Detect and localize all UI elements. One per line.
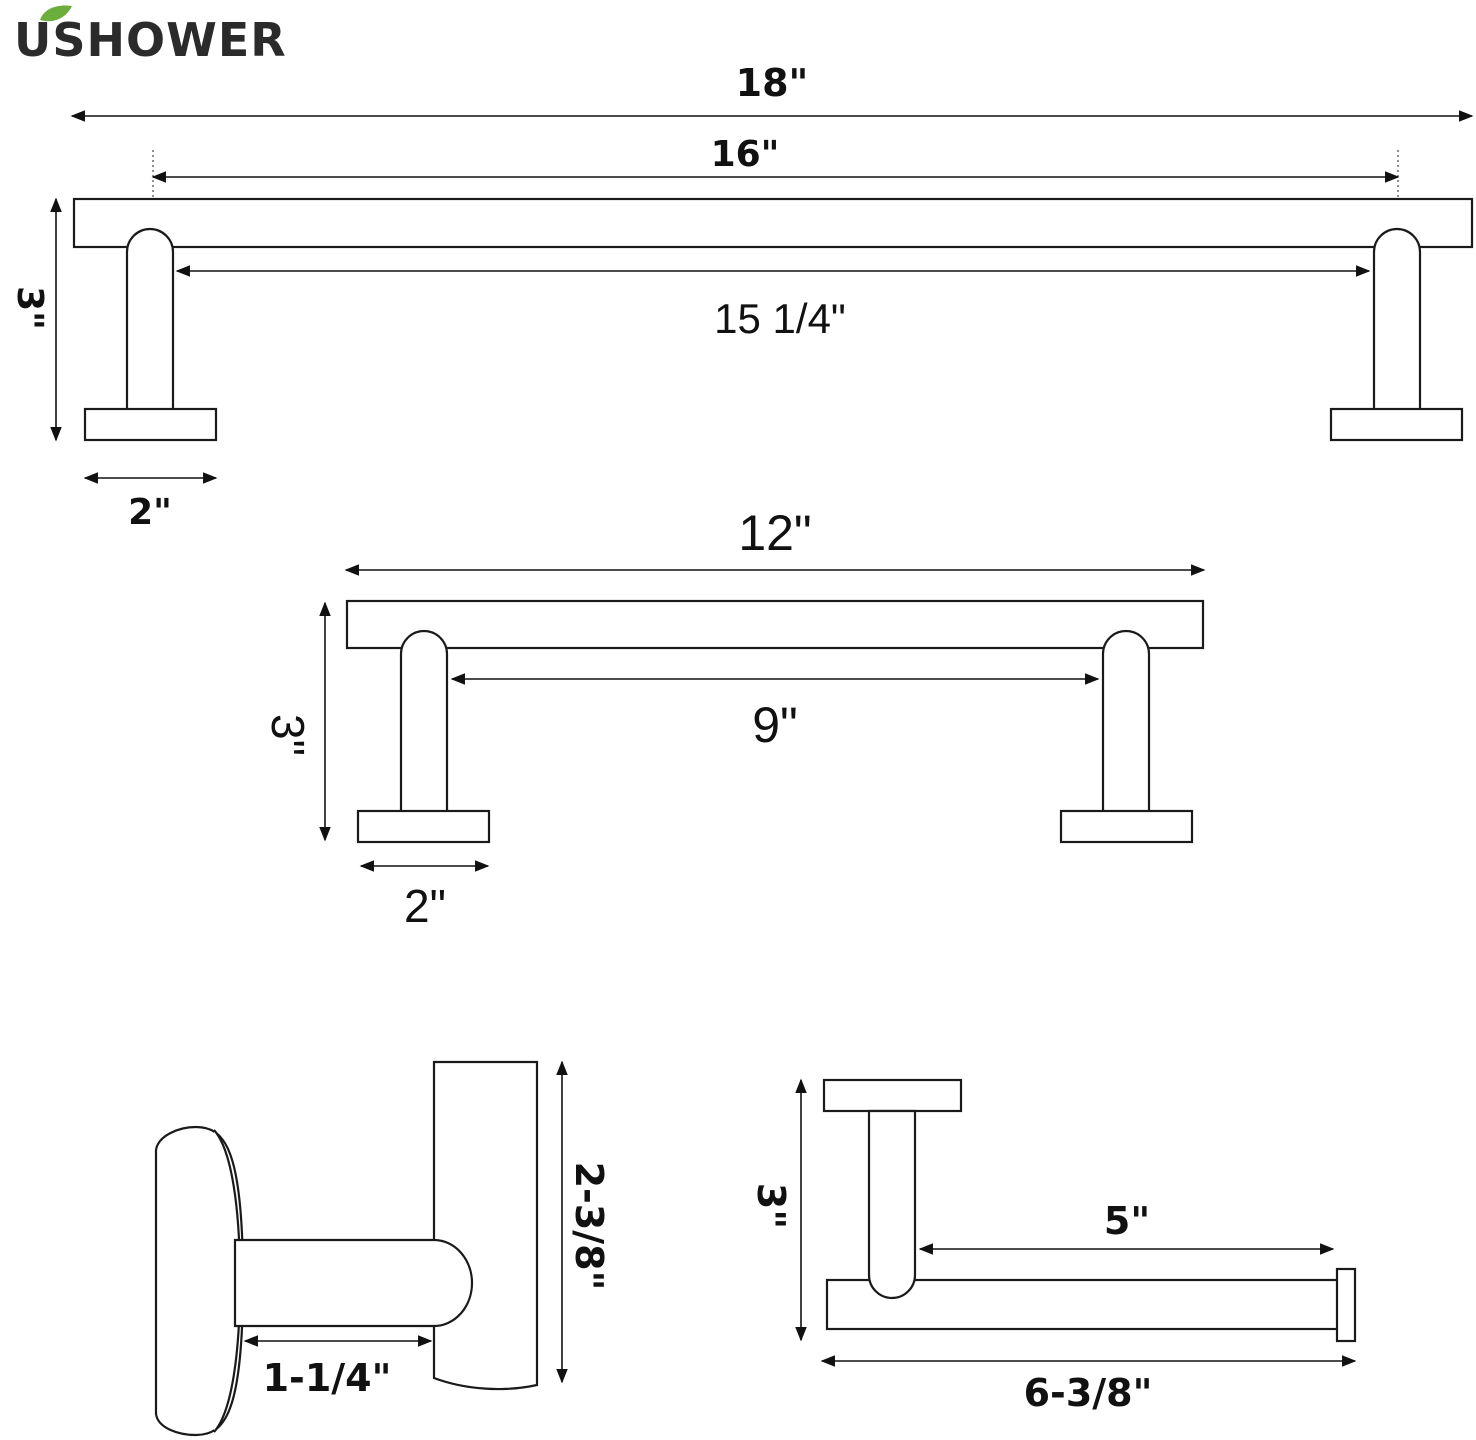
towel-bar-18-right-base	[1329, 407, 1464, 442]
dim-label-hook-height: 2-3/8"	[567, 1162, 611, 1291]
brand-logo: USHOWER	[14, 5, 287, 67]
dim-label-holder-arm: 5"	[1104, 1199, 1150, 1243]
towel-bar-18-right-post	[1372, 227, 1422, 409]
dim-label-16-spacing: 16"	[711, 134, 780, 175]
dim-label-18-inner: 15 1/4"	[714, 295, 846, 342]
towel-bar-12: 12" 9" 3" 2"	[262, 505, 1206, 932]
dim-label-holder-height: 3"	[749, 1183, 793, 1229]
dim-label-12-height: 3"	[262, 714, 314, 756]
towel-bar-18-left-base	[83, 407, 218, 442]
towel-bar-18: 18" 16" 15 1/4" 3" 2"	[9, 61, 1474, 533]
towel-bar-12-right-base	[1059, 809, 1194, 844]
leaf-icon	[40, 5, 72, 22]
paper-holder-wall-plate	[822, 1078, 963, 1113]
dim-label-12-overall: 12"	[738, 505, 811, 561]
paper-holder: 3" 5" 6-3/8"	[749, 1078, 1357, 1415]
towel-bar-12-rail	[345, 599, 1205, 650]
dim-label-18-height: 3"	[9, 286, 50, 330]
brand-name: USHOWER	[14, 13, 287, 67]
robe-hook: 1-1/4" 2-3/8"	[154, 1060, 611, 1437]
dim-label-holder-overall: 6-3/8"	[1024, 1371, 1153, 1415]
robe-hook-upright	[432, 1060, 539, 1391]
paper-holder-end-cap	[1335, 1267, 1357, 1343]
towel-bar-12-left-post	[399, 629, 449, 811]
towel-bar-18-rail	[72, 197, 1474, 249]
dim-label-12-base: 2"	[404, 880, 446, 932]
dim-label-18-base: 2"	[128, 492, 172, 533]
dim-label-18-overall: 18"	[736, 61, 809, 105]
towel-bar-12-right-post	[1101, 629, 1151, 811]
dim-label-hook-projection: 1-1/4"	[263, 1356, 392, 1400]
dim-label-12-inner: 9"	[752, 697, 798, 753]
robe-hook-arm	[233, 1238, 474, 1328]
paper-holder-post	[867, 1109, 917, 1300]
towel-bar-12-left-base	[356, 809, 491, 844]
towel-bar-18-left-post	[125, 227, 175, 409]
